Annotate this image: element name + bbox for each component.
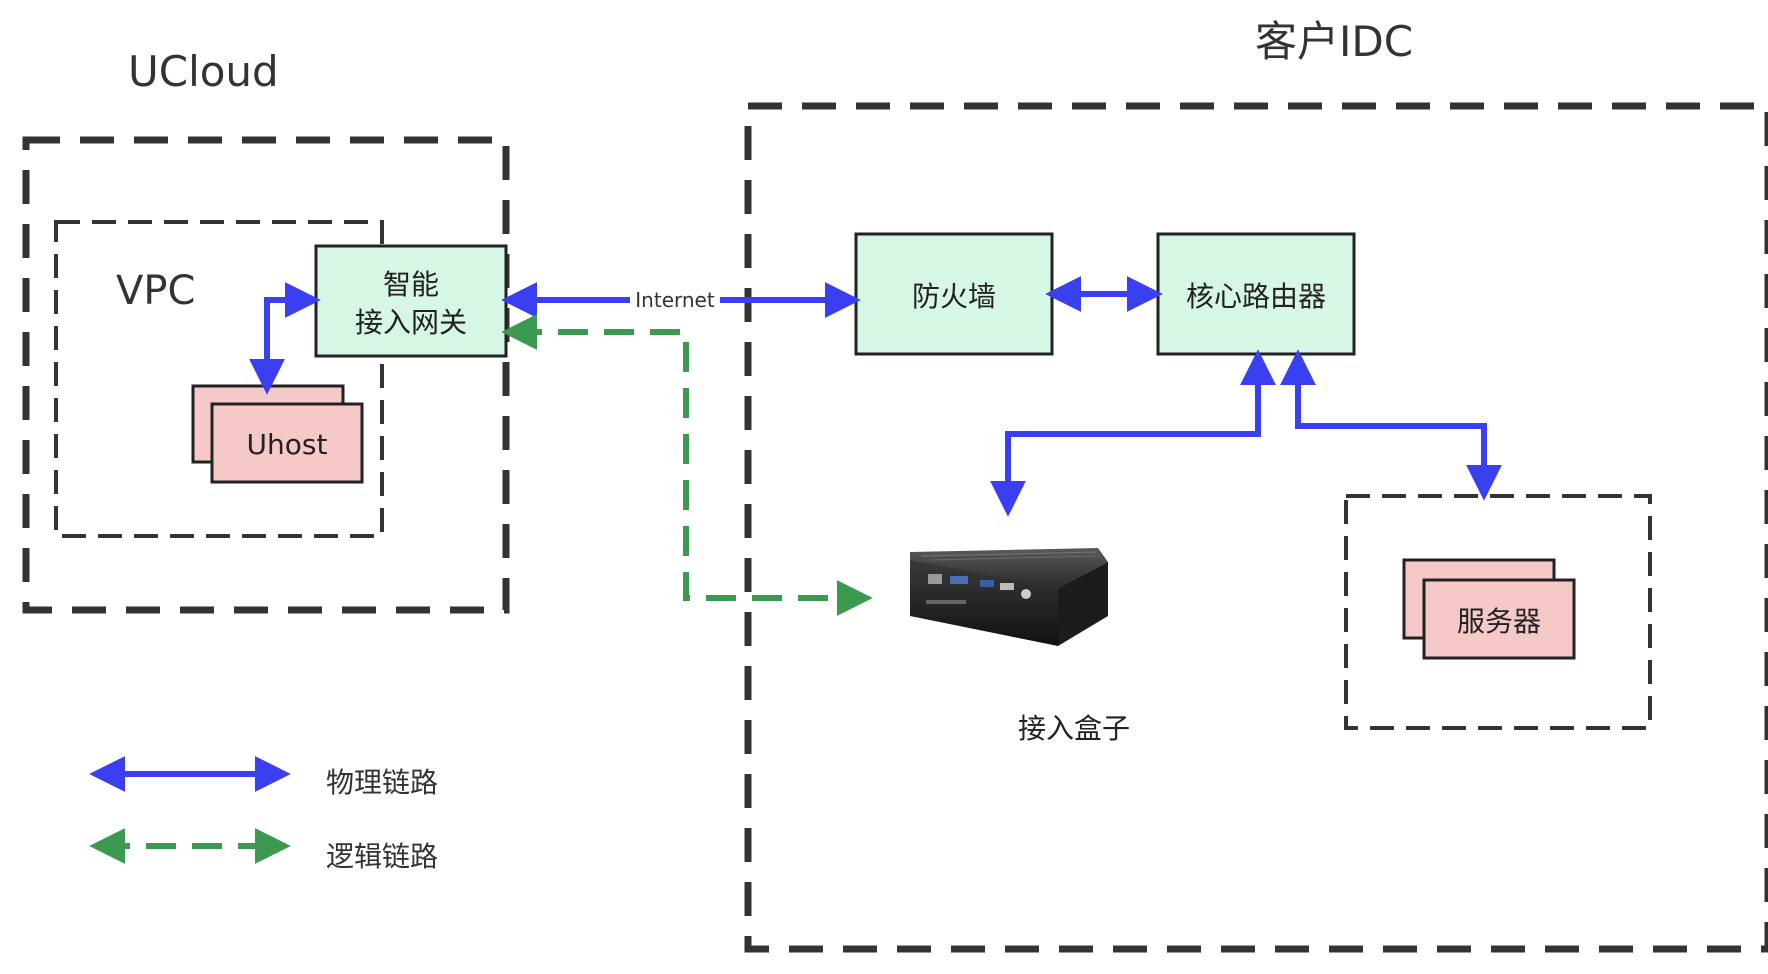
gateway-accessbox-logical-link — [501, 314, 873, 616]
firewall-node: 防火墙 — [854, 232, 1054, 356]
server-node: 服务器 — [1402, 558, 1576, 660]
core-router-node: 核心路由器 — [1156, 232, 1356, 356]
router-accessbox-link — [990, 349, 1276, 517]
ucloud-region-title: UCloud — [128, 47, 279, 96]
customer-idc-region-title: 客户IDC — [1255, 17, 1413, 66]
legend: 物理链路 逻辑链路 — [89, 756, 438, 873]
uhost-label: Uhost — [247, 428, 328, 461]
core-router-label: 核心路由器 — [1186, 280, 1326, 313]
gateway-label-line2: 接入网关 — [355, 306, 467, 339]
uhost-node: Uhost — [191, 384, 364, 484]
firewall-label: 防火墙 — [912, 280, 996, 313]
mini-pc-device-icon — [910, 548, 1108, 646]
legend-physical-label: 物理链路 — [326, 766, 438, 799]
internet-label: Internet — [635, 288, 715, 312]
smart-access-gateway-node: 智能 接入网关 — [314, 244, 508, 358]
router-server-link — [1280, 349, 1502, 501]
vpc-region — [54, 220, 384, 538]
physical-links — [249, 276, 1502, 517]
uhost-gateway-link — [249, 282, 321, 395]
vpc-title: VPC — [116, 268, 195, 314]
legend-logical-label: 逻辑链路 — [326, 840, 438, 873]
server-label: 服务器 — [1457, 605, 1541, 638]
customer-idc-region — [744, 102, 1768, 953]
gateway-label-line1: 智能 — [383, 268, 439, 301]
access-box-label: 接入盒子 — [1018, 712, 1130, 745]
